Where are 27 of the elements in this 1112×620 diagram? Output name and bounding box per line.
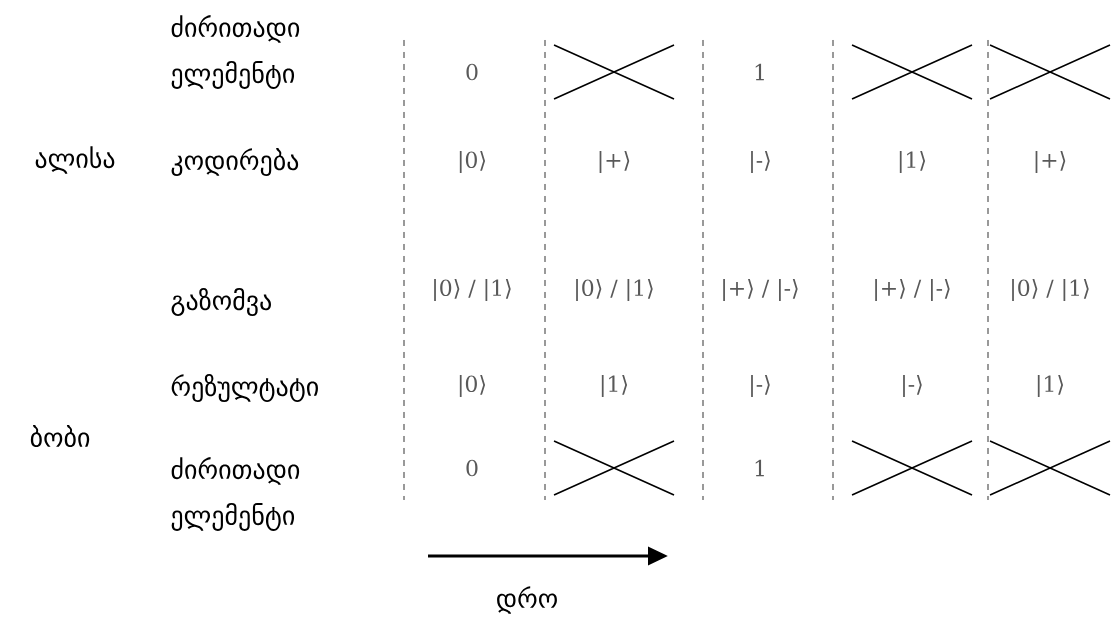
- cell-value: 0: [466, 63, 478, 81]
- cell-value: 1: [755, 63, 764, 81]
- cell-value: |+⟩: [599, 151, 630, 173]
- cell-value: |-⟩: [903, 375, 922, 397]
- time-label: დრო: [497, 586, 557, 614]
- cell-value: 0: [466, 459, 478, 477]
- row-label: რეზულტატი: [171, 374, 318, 402]
- cell-value: |0⟩ / |1⟩: [434, 279, 511, 301]
- cell-value: |+⟩ / |-⟩: [875, 279, 950, 301]
- cell-value: |1⟩: [601, 375, 628, 397]
- party-label: ალისა: [35, 146, 115, 174]
- cell-value: |0⟩: [459, 375, 486, 397]
- cell-value: |0⟩ / |1⟩: [576, 279, 653, 301]
- row-label: გაზომვა: [171, 288, 271, 316]
- cell-value: 1: [755, 459, 764, 477]
- row-label: კოდირება: [171, 148, 299, 176]
- party-label: ბობი: [30, 424, 90, 448]
- cell-value: |0⟩: [459, 151, 486, 173]
- cell-value: |+⟩: [1035, 151, 1066, 173]
- cell-value: |-⟩: [751, 375, 770, 397]
- row-label: ძირითადი ელემენტი: [171, 457, 300, 531]
- cell-value: |-⟩: [751, 151, 770, 173]
- cell-value: |+⟩ / |-⟩: [723, 279, 798, 301]
- row-label: ძირითადი ელემენტი: [171, 15, 300, 89]
- cell-value: |1⟩: [1037, 375, 1064, 397]
- cell-value: |1⟩: [899, 151, 926, 173]
- cell-value: |0⟩ / |1⟩: [1012, 279, 1089, 301]
